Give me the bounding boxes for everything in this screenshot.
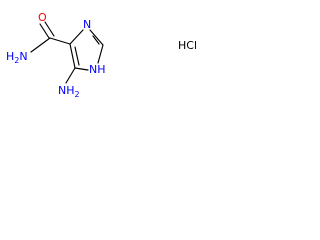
atom-label-ring-nitrogen-nh: NH (89, 63, 106, 76)
atom-label-amine-nitrogen: NH2 (58, 84, 80, 99)
atom-label-amide-nitrogen: H2N (6, 50, 28, 65)
bond-ring-c2-n1 (97, 44, 104, 64)
amine-subscript: 2 (75, 90, 80, 99)
bond-ring-c4-n3 (69, 29, 84, 45)
bond-ring-n1-c5 (74, 67, 89, 71)
bond-ring-n3-c2-1 (89, 29, 104, 46)
bond-carbonyl-amide (30, 37, 51, 53)
bond-carbonyl-oxygen-2 (44, 21, 55, 37)
amide-subscript: 2 (14, 56, 19, 65)
atom-label-carbonyl-oxygen: O (38, 11, 47, 24)
bond-carbonyl-oxygen-1 (39, 23, 50, 39)
amide-h: H (6, 50, 14, 63)
bonds (30, 21, 104, 84)
bond-ring-c5-c4-2 (74, 46, 80, 66)
atom-label-ring-nitrogen-top: N (83, 18, 91, 31)
bond-c5-amine (65, 67, 76, 84)
bond-carbonyl-ring (49, 37, 71, 45)
amide-n: N (19, 50, 27, 63)
counterion-label: HCl (178, 39, 197, 52)
molecule-structure-diagram: O H2N N NH NH2 HCl (6, 11, 197, 99)
bond-ring-c5-c4-1 (69, 43, 76, 69)
amine-nh: NH (58, 84, 75, 97)
bond-ring-n3-c2-2 (92, 35, 100, 45)
